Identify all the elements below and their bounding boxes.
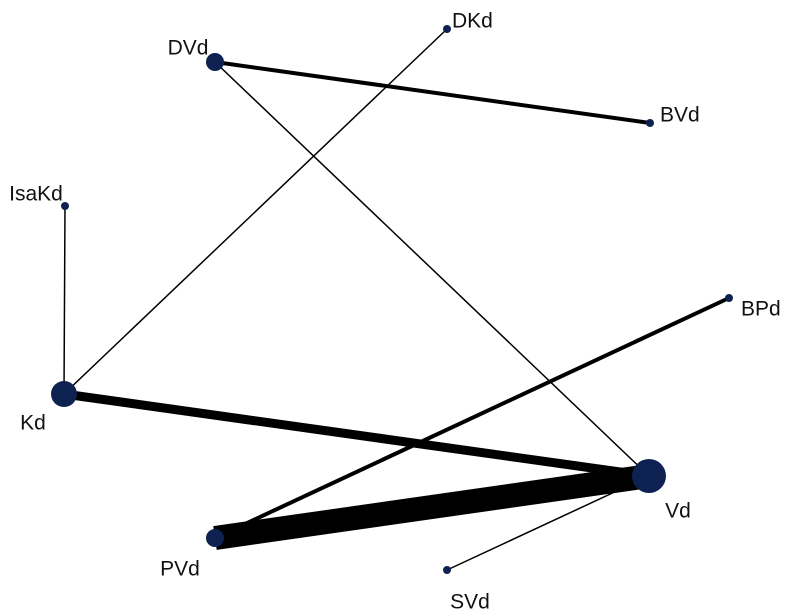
node-pvd — [206, 529, 224, 547]
node-vd — [632, 459, 666, 493]
node-isakd — [61, 202, 69, 210]
node-svd — [443, 566, 451, 574]
node-label-svd: SVd — [450, 591, 490, 610]
edge-isakd-kd — [63, 205, 66, 395]
node-dvd — [206, 53, 224, 71]
edge-svd-vd — [446, 475, 650, 571]
edge-dkd-kd — [63, 28, 448, 395]
node-dkd — [443, 25, 451, 33]
edge-bpd-pvd — [214, 296, 730, 540]
node-label-bpd: BPd — [741, 298, 781, 321]
node-kd — [51, 381, 77, 407]
node-bvd — [646, 119, 654, 127]
edges-layer — [63, 28, 730, 571]
node-label-kd: Kd — [20, 412, 46, 435]
node-label-dkd: DKd — [452, 10, 493, 33]
node-label-isakd: IsaKd — [9, 183, 63, 206]
node-label-pvd: PVd — [160, 558, 200, 581]
edge-dvd-vd — [214, 61, 650, 477]
node-bpd — [725, 294, 733, 302]
edge-kd-vd — [63, 389, 650, 481]
node-label-vd: Vd — [665, 500, 691, 523]
node-label-bvd: BVd — [660, 104, 700, 127]
node-label-dvd: DVd — [168, 37, 209, 60]
edge-dvd-bvd — [214, 60, 651, 125]
nodes-layer — [51, 25, 733, 574]
edge-pvd-vd — [213, 464, 651, 550]
